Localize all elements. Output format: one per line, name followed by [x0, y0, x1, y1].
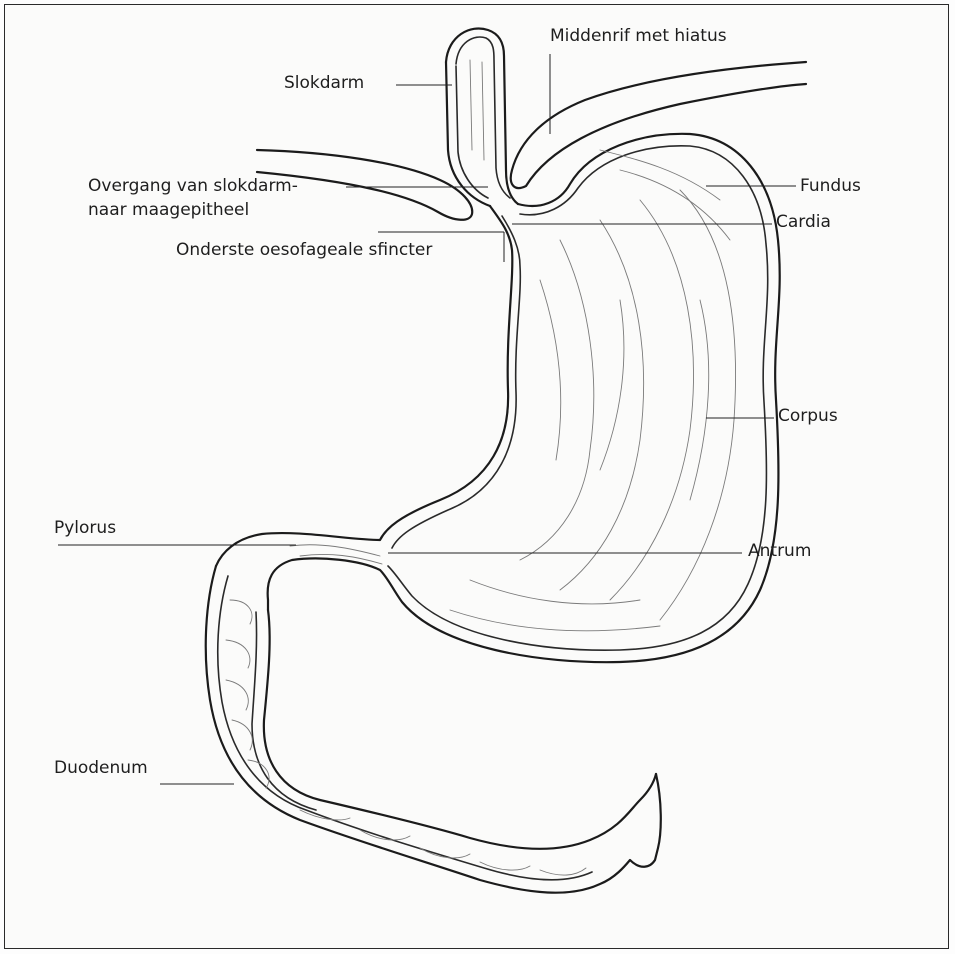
label-middenrif: Middenrif met hiatus — [550, 26, 727, 46]
label-pylorus: Pylorus — [54, 518, 116, 538]
stomach — [216, 134, 780, 662]
label-sfincter: Onderste oesofageale sfincter — [176, 240, 432, 260]
label-overgang-line2: naar maagepitheel — [88, 200, 249, 220]
label-corpus: Corpus — [778, 406, 838, 426]
leader-lines — [58, 54, 796, 784]
label-antrum: Antrum — [748, 541, 811, 561]
label-slokdarm: Slokdarm — [284, 73, 364, 93]
duodenum — [206, 566, 661, 893]
label-cardia: Cardia — [776, 212, 831, 232]
esophagus — [446, 28, 518, 206]
label-fundus: Fundus — [800, 176, 861, 196]
label-overgang-line1: Overgang van slokdarm- — [88, 176, 298, 196]
label-duodenum: Duodenum — [54, 758, 148, 778]
